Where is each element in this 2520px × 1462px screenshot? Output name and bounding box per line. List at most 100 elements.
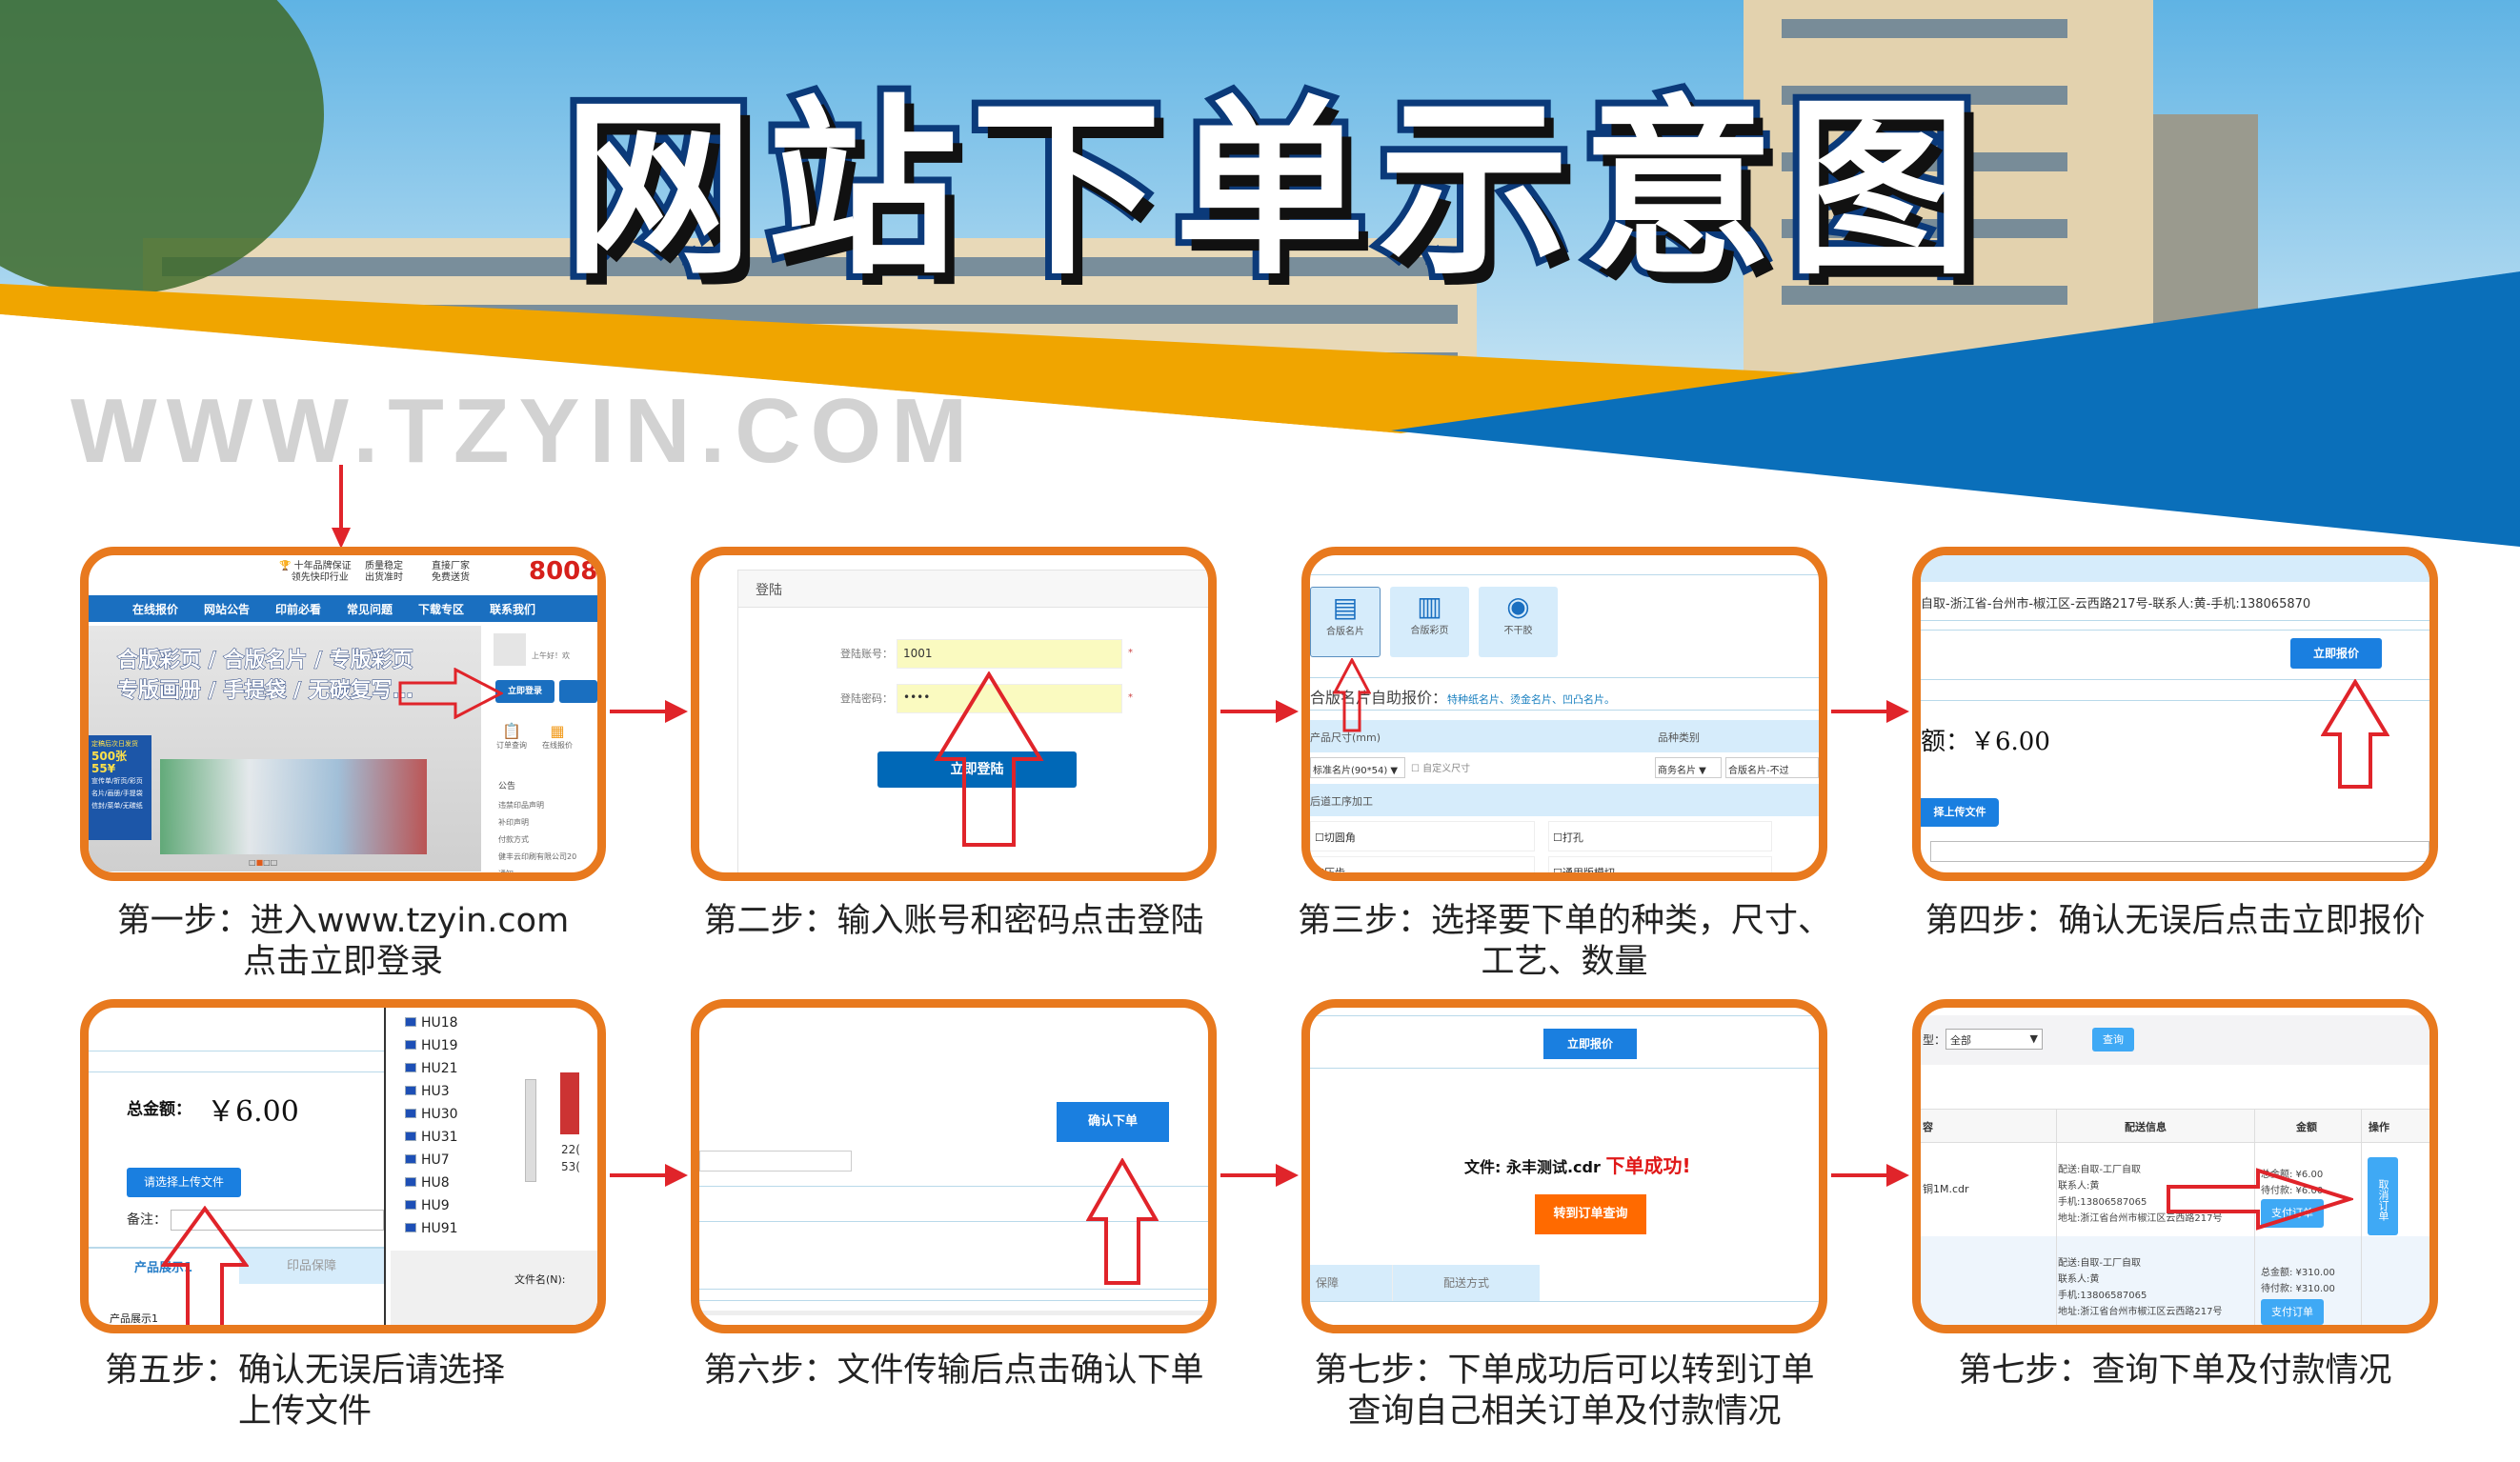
file-item[interactable]: HU3: [405, 1084, 450, 1099]
right-arrow-icon: [398, 668, 503, 719]
table-header: 容 配送信息 金额 操作: [1921, 1109, 2429, 1143]
blue-stripe: [1391, 271, 2520, 547]
nav-online-quote[interactable]: 在线报价: [132, 603, 179, 616]
account-input[interactable]: 1001: [897, 639, 1122, 669]
order-query-link[interactable]: 📋订单查询: [496, 722, 527, 750]
go-to-order-query-button[interactable]: 转到订单查询: [1535, 1194, 1646, 1234]
step6-confirm-order-screenshot: 确认下单: [691, 999, 1217, 1333]
step5-caption: 第五步：确认无误后请选择上传文件: [104, 1352, 505, 1431]
login-now-button[interactable]: 立即登录: [495, 680, 554, 703]
badge: 直接厂家免费送货: [432, 561, 470, 583]
online-quote-link[interactable]: ▦在线报价: [542, 722, 573, 750]
file-item[interactable]: HU8: [405, 1175, 450, 1191]
subtype-select[interactable]: 合版名片-不过: [1725, 757, 1819, 778]
right-arrow-icon: [2167, 1168, 2353, 1231]
up-arrow-icon: [934, 671, 1044, 847]
cancel-order-button[interactable]: 取消订单: [2368, 1157, 2398, 1235]
step2-caption: 第二步：输入账号和密码点击登陆: [703, 902, 1204, 940]
tab-delivery-method[interactable]: 配送方式: [1392, 1265, 1540, 1301]
file-item[interactable]: HU9: [405, 1198, 450, 1213]
main-nav: 在线报价 网站公告 印前必看 常见问题 下载专区 联系我们: [89, 595, 597, 622]
orange-stripe: [0, 284, 1810, 433]
file-dialog: HU18 HU19 HU21 HU3 HU30 HU31 HU7 HU8 HU9…: [386, 1008, 597, 1325]
badge: 🏆 十年品牌保证 领先快印行业: [279, 561, 352, 583]
quote-now-button[interactable]: 立即报价: [2290, 638, 2382, 669]
order-success-message: 文件: 永丰测试.cdr 下单成功!: [1464, 1154, 1691, 1177]
login-header: 登陆: [756, 583, 782, 598]
custom-size-checkbox[interactable]: ☐ 自定义尺寸: [1411, 764, 1471, 774]
file-item[interactable]: HU18: [405, 1015, 458, 1031]
confirm-order-button[interactable]: 确认下单: [1057, 1102, 1169, 1142]
quote-now-button[interactable]: 立即报价: [1543, 1029, 1637, 1059]
file-item[interactable]: HU30: [405, 1107, 458, 1122]
down-arrow-icon: [332, 465, 351, 549]
site-url-watermark: WWW.TZYIN.COM: [71, 380, 978, 482]
file-item[interactable]: HU19: [405, 1038, 458, 1053]
right-arrow-icon: [610, 1164, 688, 1187]
register-button[interactable]: [559, 680, 597, 703]
step8-order-list-screenshot: 型： 全部▼ 查询 容 配送信息 金额 操作 铜1M.cdr 配送:自取-工厂自…: [1912, 999, 2438, 1333]
step4-caption: 第四步：确认无误后点击立即报价: [1925, 902, 2426, 940]
up-arrow-icon: [1086, 1158, 1159, 1285]
option-perforation[interactable]: ☐压齿: [1310, 856, 1535, 872]
nav-faq[interactable]: 常见问题: [347, 603, 393, 616]
scrollbar[interactable]: [525, 1079, 536, 1182]
upload-file-button[interactable]: 择上传文件: [1921, 798, 1999, 827]
remark-input[interactable]: [171, 1210, 384, 1231]
step7-order-success-screenshot: 立即报价 文件: 永丰测试.cdr 下单成功! 转到订单查询 保障 配送方式: [1301, 999, 1827, 1333]
file-item[interactable]: HU91: [405, 1221, 458, 1236]
product-photo: [160, 759, 427, 854]
tile-flyer[interactable]: ▥合版彩页: [1390, 587, 1469, 657]
file-item[interactable]: HU21: [405, 1061, 458, 1076]
file-item[interactable]: HU31: [405, 1130, 458, 1145]
hotline: 8008: [529, 557, 598, 586]
page-title: 网站下单示意图: [556, 72, 1990, 308]
step6-caption: 第六步：文件传输后点击确认下单: [703, 1352, 1204, 1390]
document-icon: ▥: [1417, 591, 1442, 622]
tree: [0, 0, 324, 295]
right-arrow-icon: [1831, 1164, 1909, 1187]
delivery-address: 自取-浙江省-台州市-椒江区-云西路217号-联系人:黄-手机:13806587…: [1921, 597, 2311, 611]
type-select[interactable]: 商务名片 ▼: [1655, 757, 1722, 778]
nav-announcements[interactable]: 网站公告: [204, 603, 251, 616]
tab-guarantee[interactable]: 保障: [1310, 1265, 1392, 1301]
option-round-corner[interactable]: ☐切圆角: [1310, 821, 1535, 851]
tab-print-guarantee[interactable]: 印品保障: [239, 1249, 384, 1284]
order-type-select[interactable]: 全部▼: [1945, 1029, 2043, 1050]
right-arrow-icon: [1220, 1164, 1299, 1187]
option-die-cut[interactable]: ☐通用版模切: [1548, 856, 1772, 872]
up-arrow-icon: [1333, 658, 1371, 732]
option-punch-hole[interactable]: ☐打孔: [1548, 821, 1772, 851]
pay-order-button[interactable]: 支付订单: [2261, 1299, 2324, 1325]
size-select[interactable]: 标准名片(90*54) ▼: [1310, 757, 1405, 778]
banner-background: [0, 0, 2520, 571]
up-arrow-icon: [161, 1206, 249, 1325]
tile-business-card[interactable]: ▤合版名片: [1310, 587, 1381, 657]
search-button[interactable]: 查询: [2092, 1028, 2134, 1051]
hero-banner[interactable]: 合版彩页 / 合版名片 / 专版彩页 专版画册 / 手提袋 / 无碳复写… 定稿…: [89, 626, 481, 871]
carousel-dots[interactable]: □■□□: [249, 858, 278, 867]
step5-upload-file-screenshot: 总金额： ￥6.00 请选择上传文件 备注： 产品展示1 印品保障 产品展示1 …: [80, 999, 606, 1333]
tile-sticker[interactable]: ◉不干胶: [1479, 587, 1558, 657]
id-card-icon: ▤: [1332, 591, 1359, 623]
nav-contact[interactable]: 联系我们: [490, 603, 536, 616]
right-arrow-icon: [1831, 700, 1909, 723]
step8-caption: 第七步：查询下单及付款情况: [1958, 1352, 2392, 1390]
login-submit-button[interactable]: 立即登陆: [877, 751, 1077, 788]
nav-downloads[interactable]: 下载专区: [418, 603, 465, 616]
text-input[interactable]: [699, 1151, 852, 1172]
file-item[interactable]: HU7: [405, 1152, 450, 1168]
right-arrow-icon: [1220, 700, 1299, 723]
step2-login-screenshot: 登陆 登陆账号： 1001 * 登陆密码： •••• * 立即登陆: [691, 547, 1217, 881]
remark-input[interactable]: [1930, 841, 2429, 862]
step3-caption: 第三步：选择要下单的种类，尺寸、工艺、数量: [1297, 902, 1831, 981]
nav-prepress[interactable]: 印前必看: [275, 603, 322, 616]
choose-upload-file-button[interactable]: 请选择上传文件: [127, 1168, 241, 1197]
badge: 质量稳定出货准时: [365, 561, 403, 583]
step7-caption: 第七步：下单成功后可以转到订单查询自己相关订单及付款情况: [1314, 1352, 1815, 1431]
up-arrow-icon: [2321, 679, 2389, 789]
